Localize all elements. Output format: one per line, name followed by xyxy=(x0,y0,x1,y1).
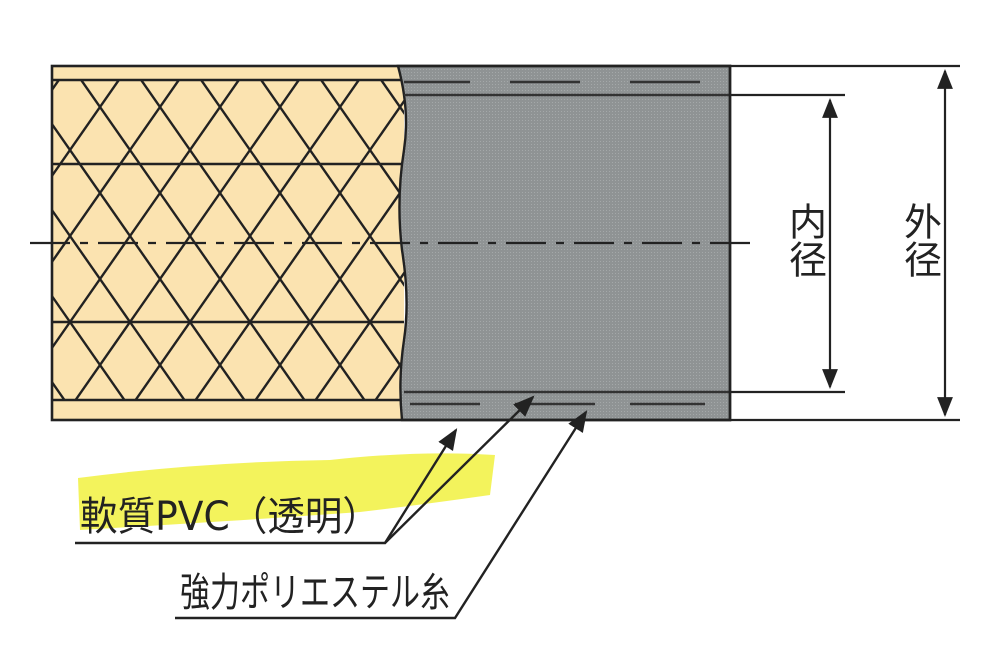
braid-strand xyxy=(52,80,241,350)
highlighter-mark xyxy=(78,453,495,530)
braid-strand xyxy=(74,80,301,400)
braid-strand xyxy=(79,80,306,400)
reinforcement-label: 強力ポリエステル糸 xyxy=(180,570,450,616)
braid-strand xyxy=(52,122,246,400)
callout-leaders xyxy=(75,395,588,620)
braid-strand xyxy=(194,99,404,400)
braid-horizontal-lines xyxy=(52,78,404,402)
outer-diameter-label: 外径 xyxy=(898,202,942,278)
material-label: 軟質PVC（透明） xyxy=(80,494,380,540)
inner-diameter-label: 内径 xyxy=(783,202,827,278)
polyester-braid-pattern xyxy=(0,0,404,507)
braid-strand xyxy=(139,80,366,400)
inner-wall-lines xyxy=(404,80,730,406)
braid-strand xyxy=(254,185,404,400)
braid-strand xyxy=(52,80,181,264)
braid-strand xyxy=(0,0,19,507)
braid-strand xyxy=(134,80,361,400)
braid-strand xyxy=(0,0,60,507)
braid-strand xyxy=(259,80,404,287)
braid-strand xyxy=(199,80,404,373)
inner-diameter-dimension xyxy=(730,93,845,394)
outer-diameter-dimension xyxy=(730,64,960,422)
